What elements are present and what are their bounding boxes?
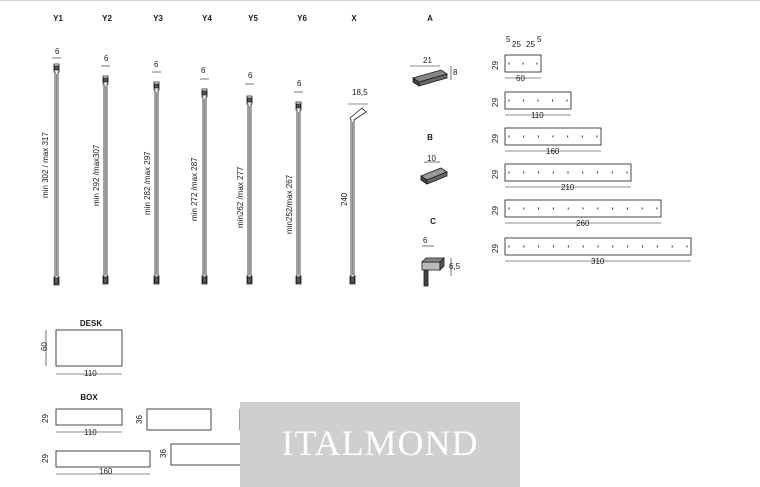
- column-y1-top-dim: 6: [55, 47, 60, 56]
- part-c-width: 6: [423, 236, 428, 245]
- part-title-b: B: [427, 133, 433, 142]
- column-y6-top-dim: 6: [297, 79, 302, 88]
- column-title-y5: Y5: [248, 14, 258, 23]
- box-large-height: 36: [159, 449, 168, 458]
- column-y2-top-dim: 6: [104, 54, 109, 63]
- column-y3-range: min 282 /max 297: [143, 151, 152, 215]
- column-title-y2: Y2: [102, 14, 112, 23]
- part-title-c: C: [430, 217, 436, 226]
- column-title-y3: Y3: [153, 14, 163, 23]
- column-x-height: 240: [340, 192, 349, 206]
- part-c-height: 6,5: [449, 262, 461, 271]
- part-c-drawing: [421, 245, 452, 287]
- desk-title: DESK: [79, 319, 103, 328]
- column-y5-top-dim: 6: [248, 71, 253, 80]
- column-y2-drawing: [101, 65, 110, 285]
- part-a-width: 21: [423, 56, 432, 65]
- shelves-drawing: [504, 54, 692, 262]
- shelf-4-depth: 29: [491, 170, 500, 179]
- shelf-3-depth: 29: [491, 134, 500, 143]
- column-y1-range: min 302 / max 317: [41, 132, 50, 198]
- desk-width: 110: [84, 369, 97, 378]
- part-title-a: A: [427, 14, 433, 23]
- part-b-drawing: [420, 161, 448, 185]
- column-title-y4: Y4: [202, 14, 212, 23]
- column-x-drawing: [348, 103, 368, 285]
- box-large-depth: 29: [41, 454, 50, 463]
- column-title-y1: Y1: [53, 14, 63, 23]
- column-y6-range: min252/max 267: [285, 174, 294, 234]
- column-y6-drawing: [294, 91, 303, 285]
- column-y2-range: min 292 /max307: [92, 144, 101, 206]
- part-a-height: 8: [453, 68, 458, 77]
- desk-depth: 60: [40, 342, 49, 351]
- column-y4-drawing: [200, 78, 209, 285]
- top-rule: [0, 0, 760, 1]
- column-title-y6: Y6: [297, 14, 307, 23]
- box-large-width: 160: [99, 467, 113, 476]
- box-small-depth: 29: [41, 414, 50, 423]
- column-y4-range: min 272 /max 287: [190, 157, 199, 221]
- shelf-4-width: 210: [561, 183, 575, 192]
- part-a-drawing: [410, 65, 452, 87]
- shelf-6-width: 310: [591, 257, 605, 266]
- desk-drawing: [45, 329, 123, 375]
- column-y3-top-dim: 6: [154, 60, 159, 69]
- column-y5-range: min262 /max 277: [236, 166, 245, 228]
- column-y1-drawing: [52, 57, 61, 286]
- shelf-2-width: 110: [531, 111, 544, 120]
- shelf-1-depth: 29: [491, 61, 500, 70]
- column-y5-drawing: [245, 83, 254, 285]
- shelf-1-width: 60: [516, 74, 525, 83]
- shelf-spacing-4: 5: [537, 35, 542, 44]
- shelf-spacing-1: 5: [506, 35, 511, 44]
- shelf-5-width: 260: [576, 219, 590, 228]
- shelf-5-depth: 29: [491, 206, 500, 215]
- box-title: BOX: [80, 393, 98, 402]
- shelf-3-width: 160: [546, 147, 560, 156]
- column-y3-drawing: [152, 71, 161, 285]
- column-y4-top-dim: 6: [201, 66, 206, 75]
- column-x-top-dim: 18,5: [352, 88, 368, 97]
- brand-watermark: ITALMOND: [240, 402, 520, 487]
- box-small-height: 36: [135, 415, 144, 424]
- shelf-6-depth: 29: [491, 244, 500, 253]
- box-small-width: 110: [84, 428, 97, 437]
- shelf-spacing-2: 25: [512, 40, 521, 49]
- shelf-spacing-3: 25: [526, 40, 535, 49]
- brand-logo-text: ITALMOND: [281, 423, 479, 463]
- part-b-width: 10: [427, 154, 436, 163]
- column-title-x: X: [351, 14, 357, 23]
- shelf-2-depth: 29: [491, 98, 500, 107]
